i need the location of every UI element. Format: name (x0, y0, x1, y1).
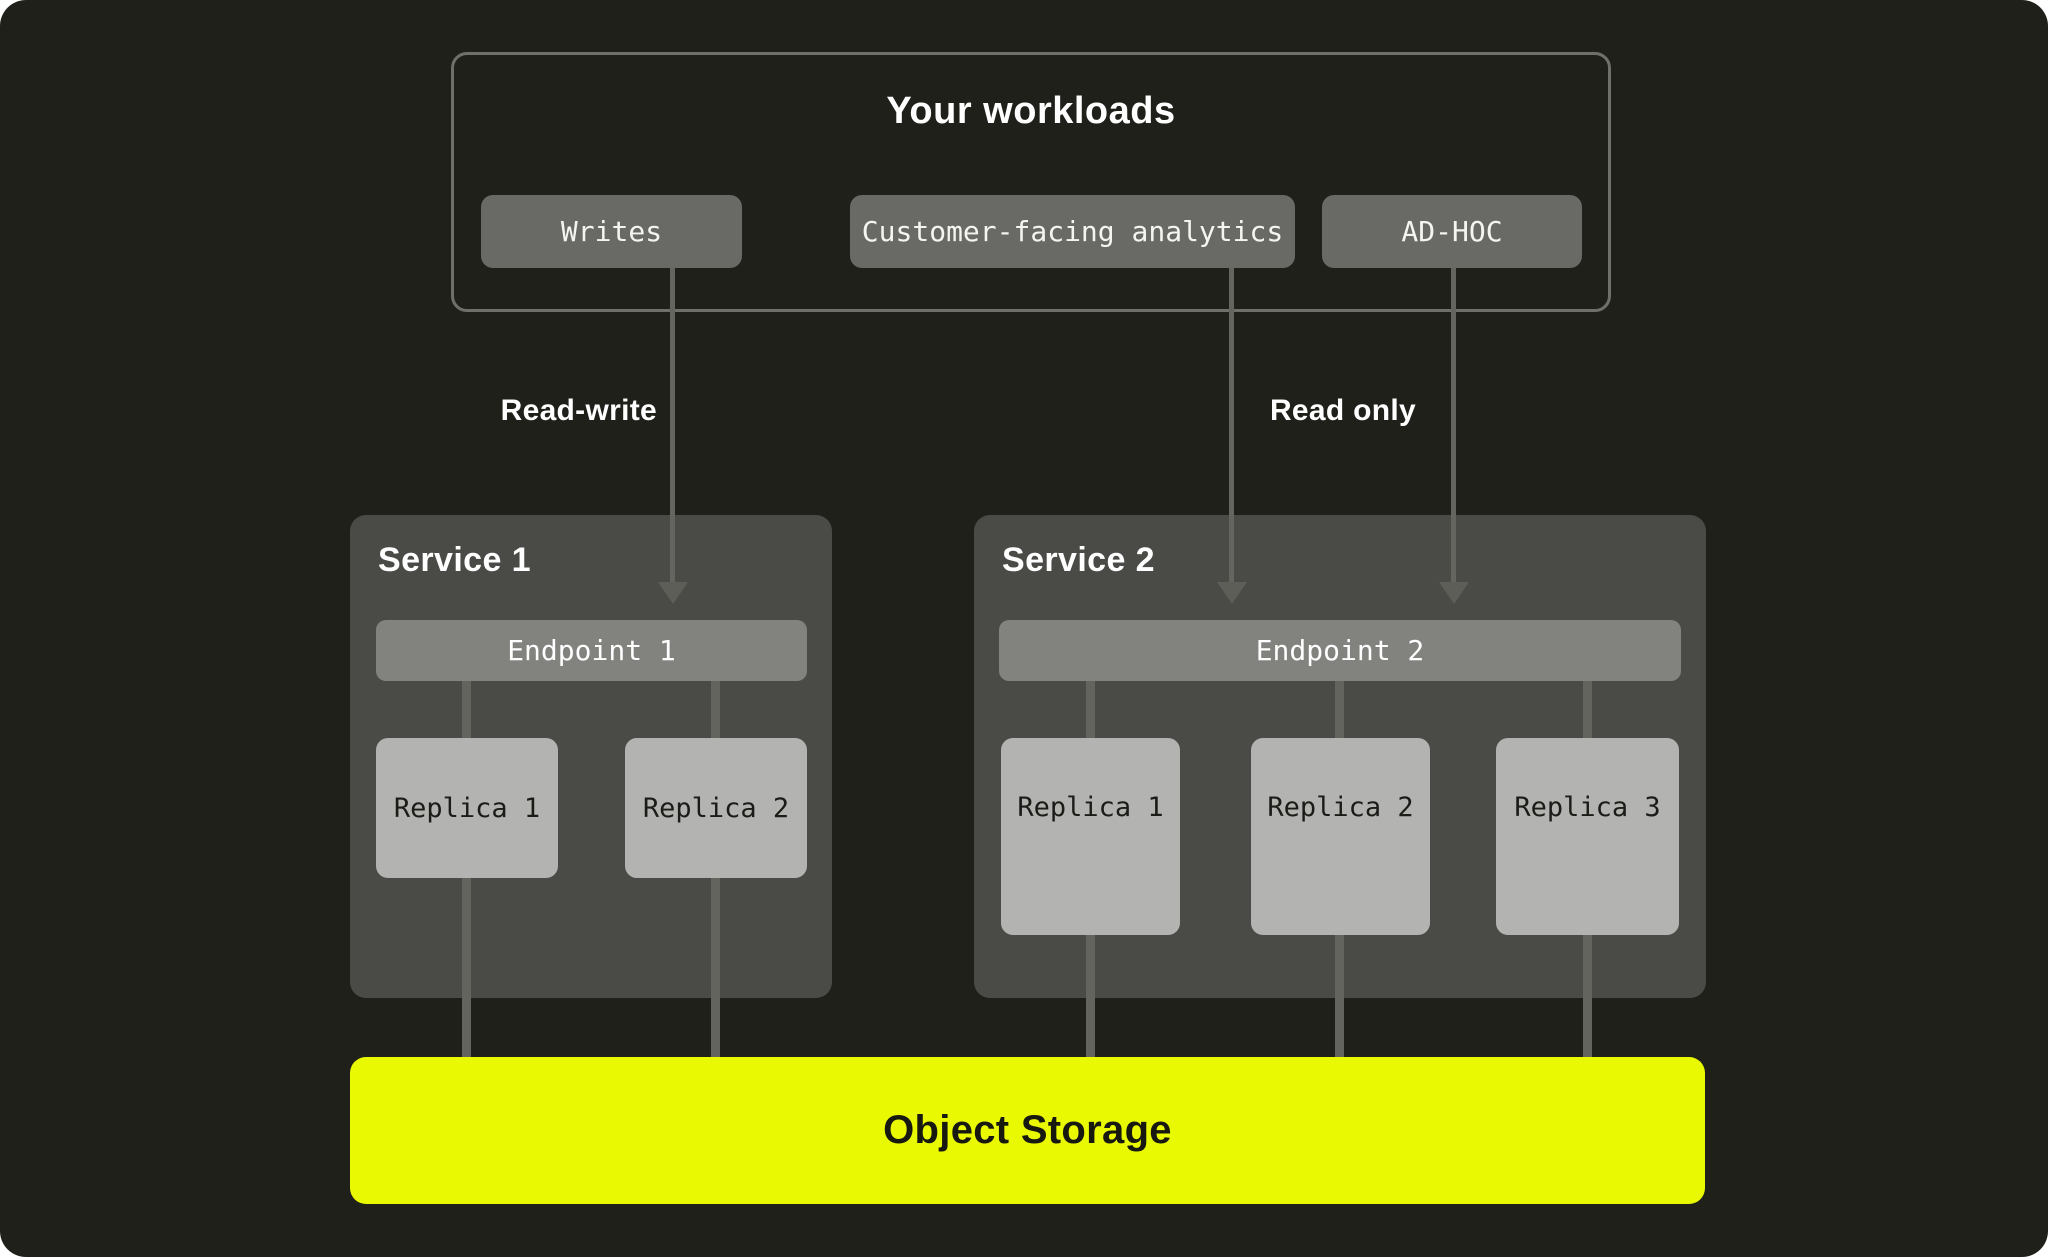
workload-pill-writes-label: Writes (560, 215, 663, 248)
ad-hoc-arrow-line (1451, 268, 1456, 584)
service-2-replica-2-label: Replica 2 (1267, 792, 1414, 823)
ad-hoc-arrowhead-icon (1439, 582, 1469, 604)
service-1-replica-1-label: Replica 1 (393, 792, 541, 824)
service-1-endpoint: Endpoint 1 (376, 620, 807, 681)
service-1-replica-2-label: Replica 2 (642, 792, 790, 824)
writes-arrowhead-icon (658, 582, 688, 604)
workload-pill-ad-hoc: AD-HOC (1322, 195, 1582, 268)
service-2-title: Service 2 (1002, 541, 1155, 579)
service-1-replica-2: Replica 2 (625, 738, 807, 878)
workload-pill-customer-facing-analytics: Customer-facing analytics (850, 195, 1295, 268)
analytics-arrowhead-icon (1217, 582, 1247, 604)
read-only-label: Read only (1269, 394, 1417, 427)
workload-pill-writes: Writes (481, 195, 742, 268)
workload-pill-analytics-label: Customer-facing analytics (861, 215, 1284, 248)
writes-arrow-line (670, 268, 675, 584)
service-2-replica-3-label: Replica 3 (1514, 792, 1661, 823)
service-2-replica-2: Replica 2 (1251, 738, 1430, 935)
object-storage-bar: Object Storage (350, 1057, 1705, 1204)
read-write-label: Read-write (500, 394, 657, 427)
service-2-replica-1-label: Replica 1 (1017, 792, 1164, 823)
object-storage-label: Object Storage (883, 1108, 1172, 1152)
service-2-replica-1: Replica 1 (1001, 738, 1180, 935)
service-2-replica-3: Replica 3 (1496, 738, 1679, 935)
workloads-group-box (451, 52, 1611, 312)
service-2-endpoint-label: Endpoint 2 (1255, 634, 1425, 667)
service-1-title: Service 1 (378, 541, 531, 579)
service-1-replica-1: Replica 1 (376, 738, 558, 878)
service-2-endpoint: Endpoint 2 (999, 620, 1681, 681)
service-1-endpoint-label: Endpoint 1 (507, 634, 676, 667)
analytics-arrow-line (1229, 268, 1234, 584)
workloads-title: Your workloads (886, 90, 1176, 132)
workload-pill-ad-hoc-label: AD-HOC (1401, 215, 1503, 248)
